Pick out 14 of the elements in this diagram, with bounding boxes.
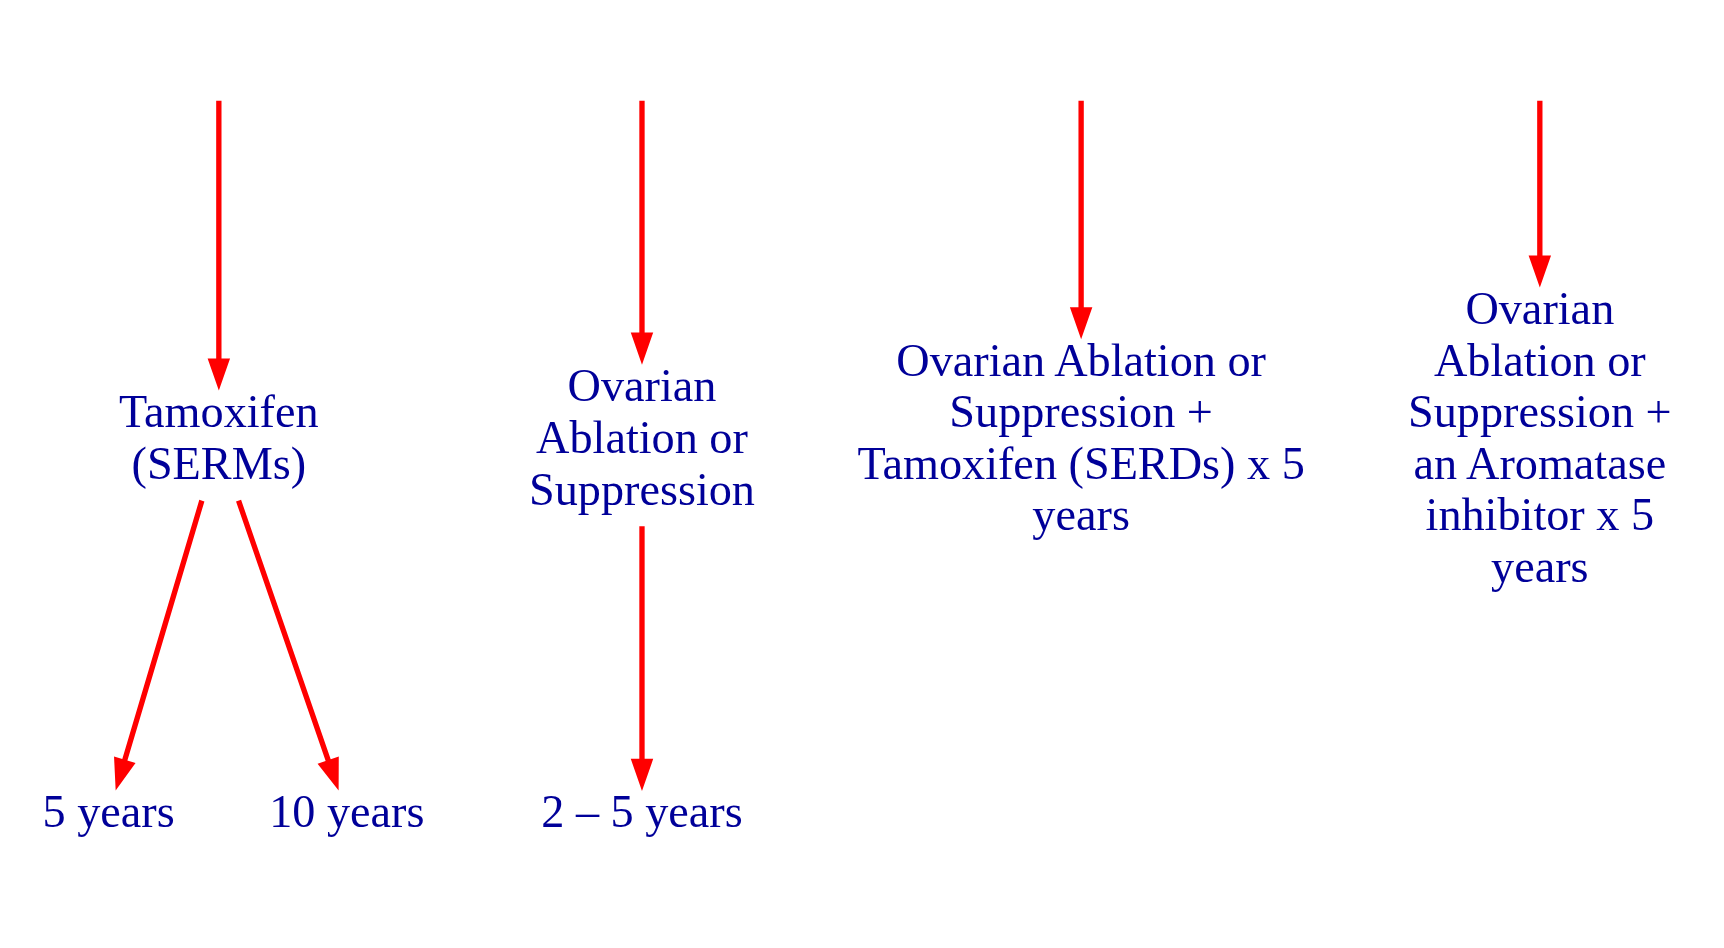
node-text: Tamoxifen (SERMs) bbox=[119, 386, 319, 489]
node-text: Ovarian Ablation or Suppression + Tamoxifen (SERDs) x 5 years bbox=[857, 334, 1305, 541]
node-text: 5 years bbox=[42, 786, 175, 838]
arrow bbox=[236, 499, 339, 791]
node-text: Ovarian Ablation or Suppression + an Aromatase inhibitor x 5 years bbox=[1408, 283, 1672, 592]
arrow bbox=[114, 499, 205, 791]
node-text: Ovarian Ablation or Suppression bbox=[528, 360, 755, 515]
arrow bbox=[207, 100, 231, 391]
arrow bbox=[1528, 100, 1552, 288]
arrow bbox=[630, 526, 654, 791]
node-text: 10 years bbox=[269, 786, 425, 838]
node-text: 2 – 5 years bbox=[541, 786, 743, 838]
arrow bbox=[630, 100, 654, 365]
arrow bbox=[1069, 100, 1093, 340]
